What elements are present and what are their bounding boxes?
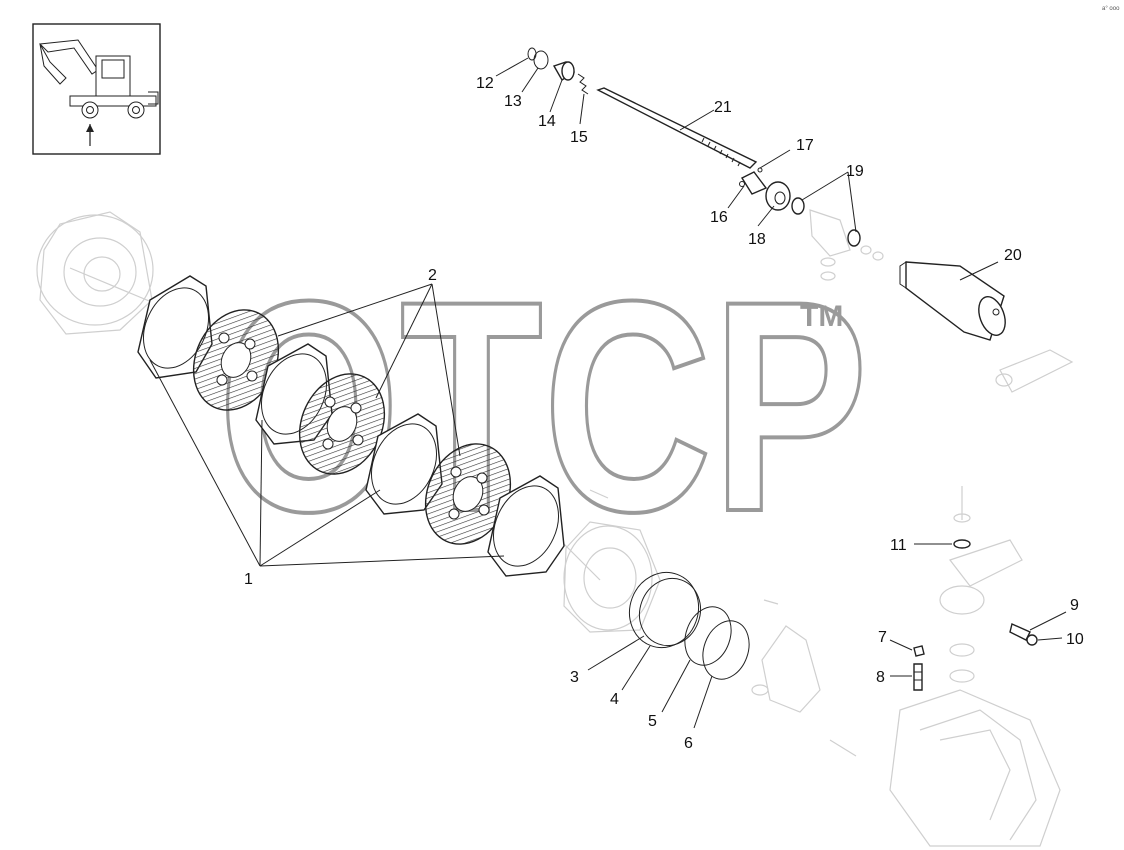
sleeve-17 bbox=[740, 167, 768, 195]
callout-17: 17 bbox=[796, 137, 814, 154]
view-direction-arrow-icon bbox=[86, 124, 94, 146]
excavator-icon bbox=[38, 39, 159, 119]
nut-10 bbox=[1026, 634, 1038, 646]
seal-ring-3 bbox=[629, 571, 699, 649]
friction-disc-2a bbox=[192, 309, 280, 411]
snap-ring-13 bbox=[533, 50, 549, 70]
shaft-21 bbox=[596, 87, 758, 169]
ghost-housing-right bbox=[809, 209, 1074, 847]
callout-8: 8 bbox=[876, 669, 885, 686]
leader-lines bbox=[149, 57, 1067, 729]
fitting-8 bbox=[913, 663, 923, 691]
cylinder-20 bbox=[899, 261, 1006, 341]
callout-20: 20 bbox=[1004, 247, 1022, 264]
bearing-18 bbox=[765, 181, 791, 211]
callout-2: 2 bbox=[428, 267, 437, 284]
callout-5: 5 bbox=[648, 713, 657, 730]
callout-18: 18 bbox=[748, 231, 766, 248]
cap-7 bbox=[913, 645, 925, 657]
machine-inset bbox=[32, 23, 161, 155]
ghost-housing-center bbox=[559, 489, 857, 757]
callout-9: 9 bbox=[1070, 597, 1079, 614]
callout-11: 11 bbox=[890, 537, 907, 554]
washer-19a bbox=[791, 197, 805, 215]
washer-19b bbox=[847, 229, 861, 247]
callout-1: 1 bbox=[244, 571, 253, 588]
seal-ring-5 bbox=[684, 606, 732, 666]
pin-16 bbox=[739, 181, 745, 187]
o-ring-11 bbox=[953, 539, 971, 549]
spring-15 bbox=[577, 73, 589, 95]
callout-6: 6 bbox=[684, 735, 693, 752]
bushing-14 bbox=[552, 61, 576, 81]
seal-ring-4 bbox=[639, 577, 701, 647]
corner-code: a° ooo bbox=[1102, 6, 1120, 12]
seal-ring-6 bbox=[702, 620, 750, 680]
callout-14: 14 bbox=[538, 113, 556, 130]
watermark-trademark: TM bbox=[800, 300, 843, 333]
callout-13: 13 bbox=[504, 93, 522, 110]
callout-4: 4 bbox=[610, 691, 619, 708]
steel-plate-1d bbox=[487, 475, 565, 577]
callout-3: 3 bbox=[570, 669, 579, 686]
snap-ring-12 bbox=[527, 47, 537, 61]
callout-labels: 1 2 3 4 5 6 7 8 9 10 11 12 13 14 15 16 1… bbox=[244, 75, 1084, 752]
callout-15: 15 bbox=[570, 129, 588, 146]
bolt-9 bbox=[1009, 623, 1031, 641]
callout-7: 7 bbox=[878, 629, 887, 646]
friction-disc-2c bbox=[424, 443, 512, 545]
callout-16: 16 bbox=[710, 209, 728, 226]
callout-21: 21 bbox=[714, 99, 732, 116]
callout-19: 19 bbox=[846, 163, 864, 180]
callout-12: 12 bbox=[476, 75, 494, 92]
friction-disc-2b bbox=[298, 373, 386, 475]
callout-10: 10 bbox=[1066, 631, 1084, 648]
